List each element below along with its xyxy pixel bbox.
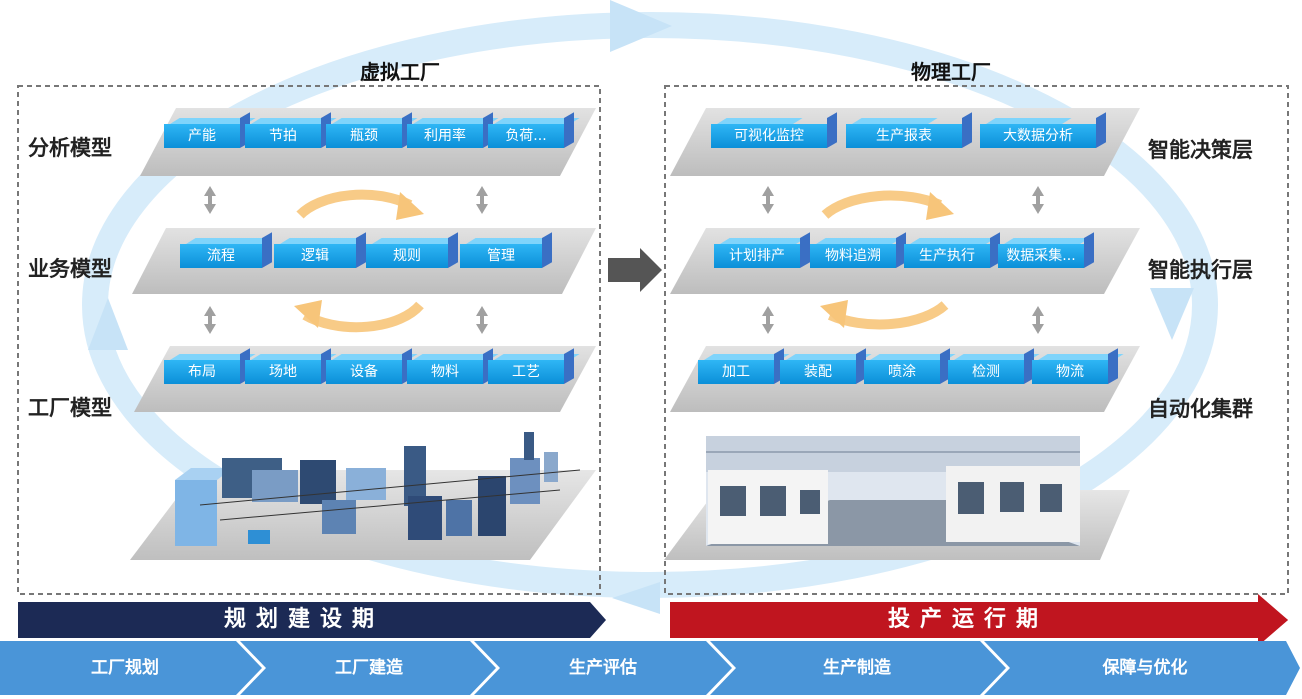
operation-phase-label: 投产运行期 [887,607,1048,632]
physical-factory-title: 物理工厂 [911,60,991,84]
tile-takt: 节拍 [245,124,321,148]
tile-load: 负荷... [488,124,564,148]
layer-label-factory: 工厂模型 [28,396,112,420]
flow-chevrons [0,641,1300,695]
transition-arrow-icon [608,248,662,292]
virtual-equipment-illustration [175,432,581,546]
orange-cycle-left-icon [296,189,424,333]
cycle-arrow-right-icon [1150,288,1194,340]
tile-site: 场地 [245,360,321,384]
flow-step-factory-planning: 工厂规划 [91,658,159,678]
planning-phase-label: 规划建设期 [223,607,384,632]
tile-utilization: 利用率 [407,124,483,148]
physical-factory-frame [664,85,1289,595]
layer-label-business: 业务模型 [28,257,112,281]
tile-production-report: 生产报表 [846,124,962,148]
factory-photo [706,436,1080,546]
tile-management: 管理 [460,244,542,268]
tile-rule: 规则 [366,244,448,268]
tile-execution: 生产执行 [904,244,990,268]
flow-step-manufacturing: 生产制造 [823,658,891,678]
planning-band-bg [18,602,606,638]
cycle-arrow-top-icon [610,0,672,52]
tile-scheduling: 计划排产 [714,244,800,268]
tile-logic: 逻辑 [274,244,356,268]
tile-visual-monitoring: 可视化监控 [711,124,827,148]
virtual-factory-frame [17,85,601,595]
tile-bottleneck: 瓶颈 [326,124,402,148]
layer-label-cluster: 自动化集群 [1148,397,1253,421]
layer-label-execution: 智能执行层 [1148,258,1253,282]
cycle-arrow-bottom-icon [612,582,660,614]
layer-label-decision: 智能决策层 [1148,138,1253,162]
flow-step-support-optimization: 保障与优化 [1102,658,1188,678]
updown-arrows [204,186,1044,334]
tile-equipment: 设备 [326,360,402,384]
tile-data-collection: 数据采集... [998,244,1084,268]
tile-capacity: 产能 [164,124,240,148]
tile-craft: 工艺 [488,360,564,384]
layer-label-analysis: 分析模型 [28,136,112,160]
tile-inspection: 检测 [948,360,1024,384]
tile-material: 物料 [407,360,483,384]
operation-band-bg [670,602,1288,638]
tile-assembly: 装配 [780,360,856,384]
tile-logistics: 物流 [1032,360,1108,384]
flow-step-production-evaluation: 生产评估 [569,658,637,678]
tile-machining: 加工 [698,360,774,384]
tile-traceability: 物料追溯 [810,244,896,268]
tile-process: 流程 [180,244,262,268]
tile-big-data: 大数据分析 [980,124,1096,148]
tile-spraying: 喷涂 [864,360,940,384]
cycle-arrow-left-icon [88,298,128,350]
flow-step-factory-construction: 工厂建造 [335,658,403,678]
virtual-factory-title: 虚拟工厂 [360,60,440,84]
tile-layout: 布局 [164,360,240,384]
